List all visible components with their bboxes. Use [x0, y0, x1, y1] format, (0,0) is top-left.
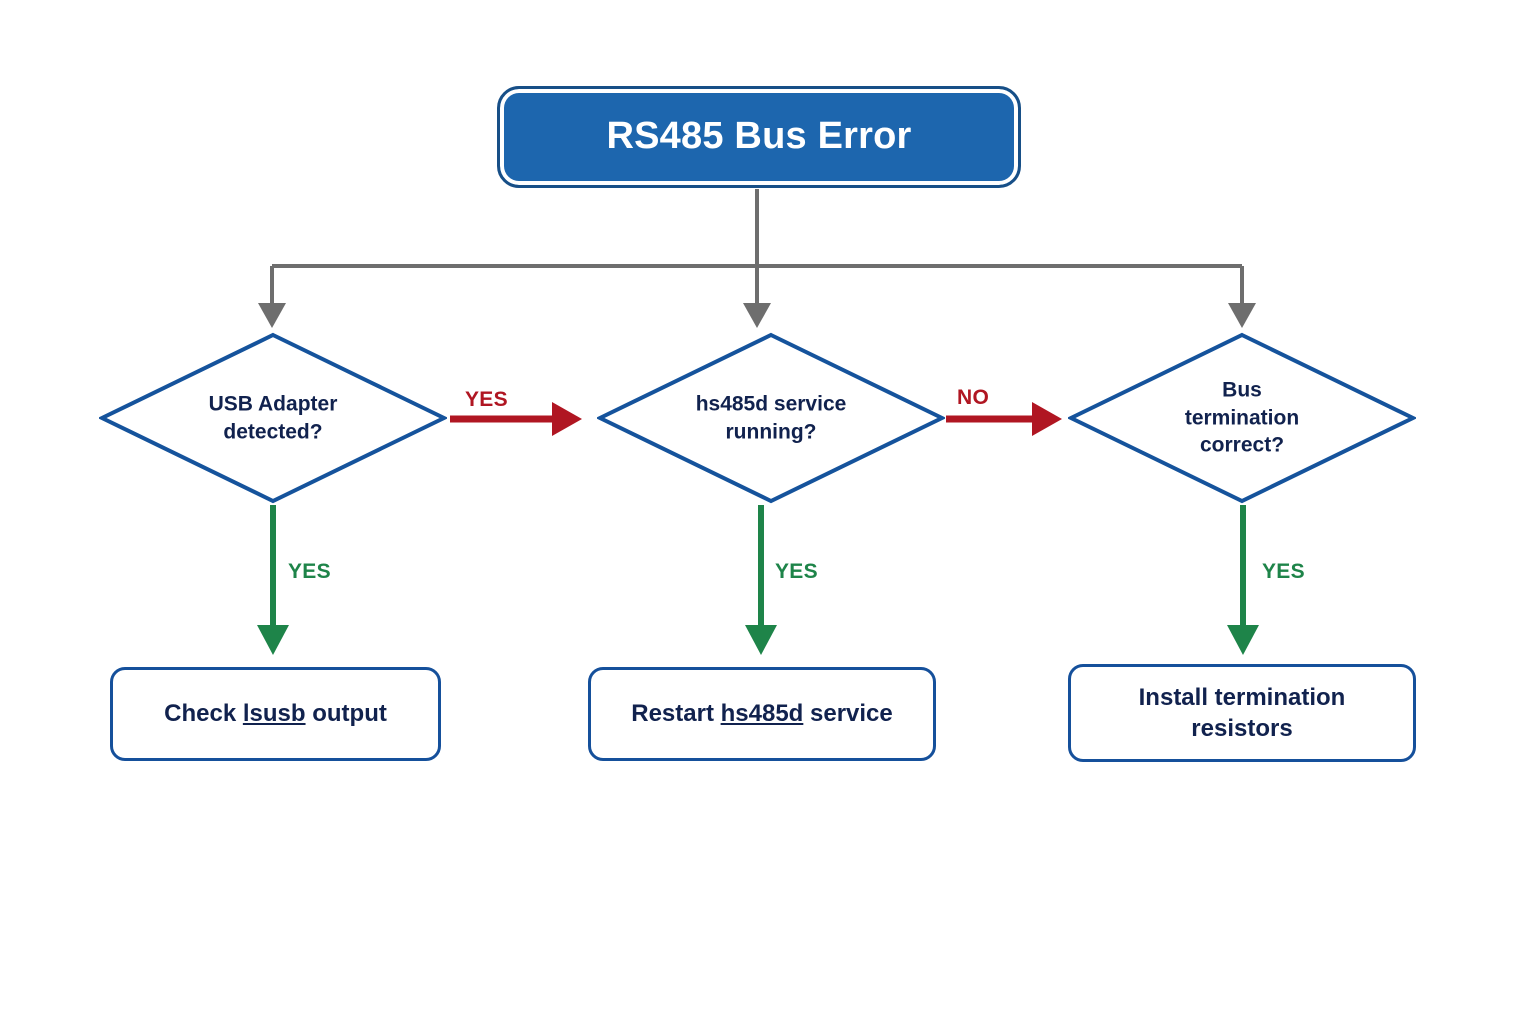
action-label-install-resistors: Install termination resistors [1125, 682, 1360, 744]
edge-label-usb-down: YES [288, 560, 331, 583]
node-hs485d-service-running[interactable]: hs485d service running? [597, 332, 945, 504]
decision-label-bus-termination: Bus termination correct? [1184, 378, 1300, 457]
action-text-after: service [803, 700, 893, 728]
node-rs485-bus-error[interactable]: RS485 Bus Error [497, 86, 1021, 188]
node-bus-termination-correct[interactable]: Bus termination correct? [1068, 332, 1416, 504]
action-text-code: hs485d [720, 700, 804, 728]
action-text-before: Check [164, 700, 243, 728]
node-install-termination-resistors[interactable]: Install termination resistors [1068, 664, 1416, 762]
node-check-lsusb-output[interactable]: Check lsusb output [110, 667, 441, 761]
decision-label-usb-adapter: USB Adapter detected? [208, 392, 338, 443]
action-text-before: Restart [631, 700, 721, 728]
action-text-after: output [305, 700, 387, 728]
edge-label-service-to-termination: NO [957, 386, 990, 409]
action-text-line2: resistors [1191, 715, 1293, 742]
action-text-code: lsusb [242, 700, 306, 728]
diamond-shape-icon [1068, 332, 1416, 504]
node-restart-hs485d-service[interactable]: Restart hs485d service [588, 667, 936, 761]
connector-root-bus [258, 189, 1256, 328]
connector-termination-down-yes [1227, 505, 1259, 655]
action-label-check-lsusb: Check lsusb output [150, 698, 401, 729]
edge-label-usb-to-service: YES [465, 388, 508, 411]
root-node-label: RS485 Bus Error [606, 115, 912, 158]
connector-service-down-yes [745, 505, 777, 655]
connector-usb-down-yes [257, 505, 289, 655]
node-usb-adapter-detected[interactable]: USB Adapter detected? [99, 332, 447, 504]
edge-label-termination-down: YES [1262, 560, 1305, 583]
decision-label-hs485d-service: hs485d service running? [695, 392, 847, 443]
action-label-restart-hs485d: Restart hs485d service [617, 698, 907, 729]
diamond-shape-icon [597, 332, 945, 504]
edge-label-service-down: YES [775, 560, 818, 583]
action-text-line1: Install termination [1138, 683, 1346, 711]
diamond-shape-icon [99, 332, 447, 504]
